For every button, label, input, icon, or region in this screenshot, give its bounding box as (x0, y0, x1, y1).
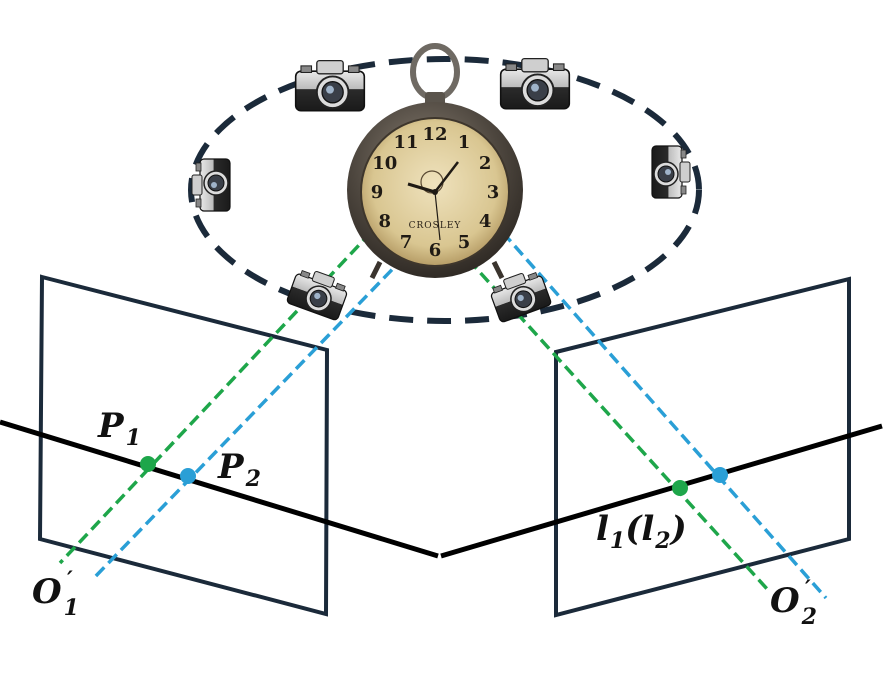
clock-numeral: 3 (487, 182, 500, 203)
clock-numeral: 8 (379, 211, 392, 232)
label-l1-l2: l1(l2) (596, 509, 687, 554)
clock-numeral: 1 (458, 132, 471, 153)
clock-numeral: 10 (372, 153, 397, 174)
clock-numeral: 4 (479, 211, 492, 232)
right-epipolar-line (440, 423, 883, 559)
camera-icon (191, 158, 231, 212)
camera-icon (651, 145, 691, 199)
blue-ray-right (465, 190, 828, 600)
label-p1: P1 (97, 406, 141, 451)
clock-numeral: 11 (393, 132, 418, 153)
clock-brand-label: CROSLEY (409, 221, 462, 231)
camera-orbit-ellipse (188, 56, 702, 324)
label-p2: P2 (217, 447, 261, 492)
green-ray-left (58, 191, 410, 565)
clock-numeral: 12 (422, 124, 447, 145)
point-p2 (180, 468, 196, 484)
point-l1-green (672, 480, 688, 496)
label-o1: O1′ (32, 567, 79, 621)
clock-numeral: 6 (429, 240, 442, 261)
camera-icon (294, 59, 366, 112)
point-p1 (140, 456, 156, 472)
clock-numeral: 2 (479, 153, 492, 174)
left-image-plane (37, 274, 330, 617)
clock-numeral: 9 (371, 182, 384, 203)
left-epipolar-line (0, 419, 439, 559)
right-image-plane (554, 276, 851, 618)
clock-numeral: 7 (400, 232, 413, 253)
camera-icon (499, 57, 571, 110)
clock-numeral: 5 (458, 232, 471, 253)
label-o2: O2′ (770, 576, 817, 630)
point-l2-blue (712, 467, 728, 483)
